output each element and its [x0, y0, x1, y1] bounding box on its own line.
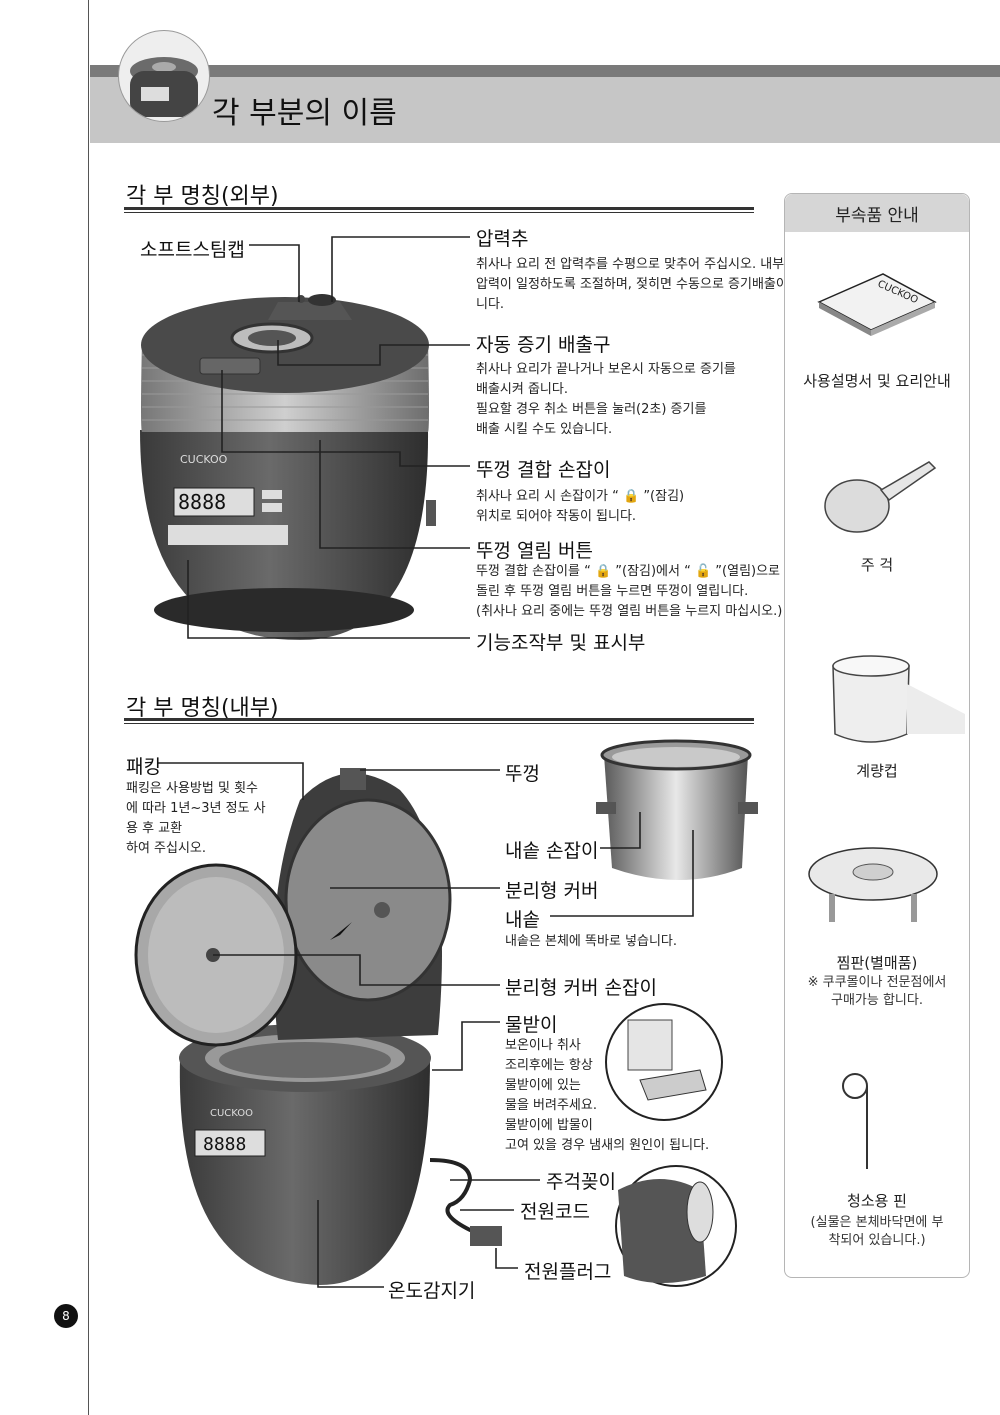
ladle-icon	[824, 461, 937, 533]
label-soft-steam-cap: 소프트스팀캡	[140, 239, 245, 261]
label-temp-sensor: 온도감지기	[388, 1280, 476, 1302]
exterior-rule-thin	[124, 212, 754, 213]
exterior-rule	[124, 207, 754, 210]
accessory-pin-note: (실물은 본체바닥면에 부 착되어 있습니다.)	[810, 1215, 944, 1248]
water-tray-inset	[605, 1003, 723, 1121]
accessory-steam-plate-label: 찜판(별매품)	[836, 954, 918, 972]
header-cooker-thumbnail	[118, 30, 210, 122]
interior-rule	[124, 718, 754, 721]
label-control-panel: 기능조작부 및 표시부	[476, 632, 646, 654]
exterior-cooker: CUCKOO 8888	[140, 294, 436, 640]
cup-icon	[832, 655, 965, 743]
svg-text:8888: 8888	[203, 1134, 246, 1155]
desc-pressure-weight: 취사나 요리 전 압력추를 수평으로 맞추어 주십시오. 내부의 압력이 일정하…	[476, 257, 804, 312]
page-margin-line	[88, 0, 89, 1415]
interior-section-title: 각 부 명칭(내부)	[126, 696, 279, 721]
desc-auto-steam-vent: 취사나 요리가 끝나거나 보온시 자동으로 증기를 배출시켜 줍니다. 필요할 …	[476, 362, 736, 437]
label-lid-handle: 뚜껑 결합 손잡이	[476, 459, 611, 481]
header-band	[90, 77, 1000, 143]
label-pot-handle: 내솥 손잡이	[505, 840, 599, 862]
desc-water-tray: 보온이나 취사 조리후에는 항상 물받이에 있는 물을 버려주세요. 물받이에 …	[505, 1038, 710, 1153]
desc-lid-open-button: 뚜껑 결합 손잡이를 “ 🔒 ”(잠김)에서 “ 🔓 ”(열림)으로 돌린 후 …	[476, 564, 783, 619]
page-number: 8	[54, 1304, 78, 1328]
accessory-cup-label: 계량컵	[856, 762, 898, 780]
label-ladle-holder: 주걱꽂이	[546, 1171, 616, 1193]
label-pressure-weight: 압력추	[476, 228, 529, 250]
exterior-section-title: 각 부 명칭(외부)	[126, 184, 279, 209]
label-auto-steam-vent: 자동 증기 배출구	[476, 334, 611, 356]
accessories-title: 부속품 안내	[835, 206, 919, 226]
label-packing: 패킹	[126, 756, 161, 778]
steam-plate-icon	[808, 847, 938, 922]
svg-text:8888: 8888	[178, 490, 226, 514]
label-power-plug: 전원플러그	[524, 1261, 612, 1283]
desc-packing: 패킹은 사용방법 및 횟수 에 따라 1년~3년 정도 사 용 후 교환 하여 …	[126, 781, 266, 856]
manual-icon: CUCKOO	[817, 273, 937, 336]
accessory-pin-label: 청소용 핀	[847, 1192, 907, 1210]
label-cover-handle: 분리형 커버 손잡이	[505, 977, 657, 999]
cleaning-pin-icon	[842, 1073, 868, 1169]
label-lid-open-button: 뚜껑 열림 버튼	[476, 540, 593, 562]
label-water-tray: 물받이	[505, 1014, 558, 1036]
accessory-manual-label: 사용설명서 및 요리안내	[803, 372, 951, 390]
interior-cooker: 8888 CUCKOO	[134, 768, 502, 1285]
accessory-steam-plate-note: ※ 쿠쿠몰이나 전문점에서 구매가능 합니다.	[807, 975, 947, 1008]
svg-text:CUCKOO: CUCKOO	[210, 1108, 253, 1119]
label-detachable-cover: 분리형 커버	[505, 880, 599, 902]
header-bar	[90, 65, 1000, 77]
label-lid: 뚜껑	[505, 763, 540, 785]
interior-rule-thin	[124, 723, 754, 724]
label-inner-pot: 내솥	[505, 909, 540, 931]
page-title: 각 부분의 이름	[212, 96, 397, 131]
label-power-cord: 전원코드	[520, 1201, 590, 1223]
ladle-holder-inset	[615, 1165, 737, 1287]
accessory-ladle-label: 주 걱	[860, 556, 894, 574]
accessories-header: 부속품 안내	[785, 194, 969, 232]
svg-text:CUCKOO: CUCKOO	[180, 453, 228, 466]
desc-inner-pot: 내솥은 본체에 똑바로 넣습니다.	[505, 934, 678, 949]
inner-pot-art	[596, 739, 758, 880]
accessories-panel: 부속품 안내 CUCKOO	[784, 193, 970, 1278]
accessories-art: CUCKOO	[808, 273, 965, 1169]
desc-lid-handle: 취사나 요리 시 손잡이가 “ 🔒 ”(잠김) 위치로 되어야 작동이 됩니다.	[476, 489, 685, 524]
